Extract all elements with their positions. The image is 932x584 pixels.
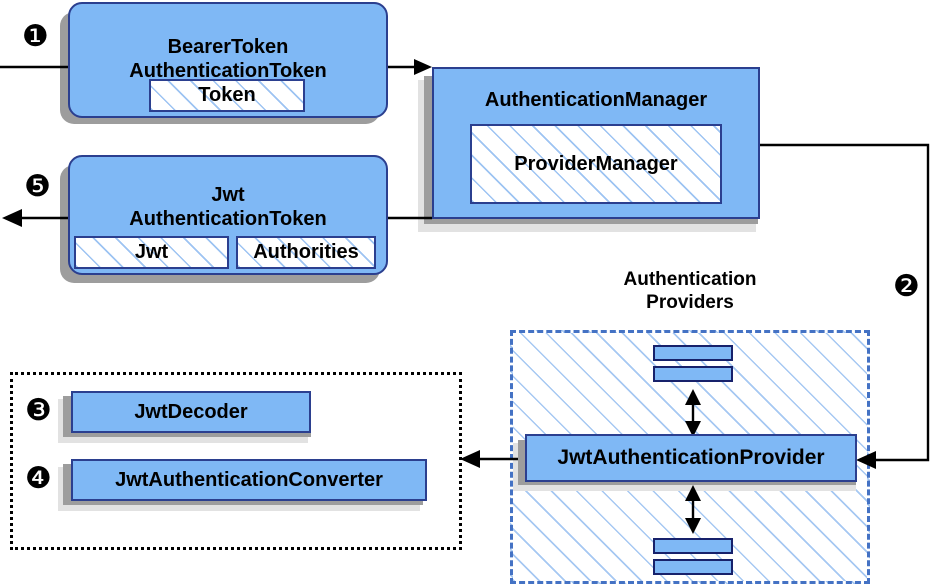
arrowhead-to-decoders: [460, 450, 480, 468]
chip-jwt-label: Jwt: [134, 241, 169, 263]
bearer-token-title-line2: AuthenticationToken: [129, 60, 327, 82]
marker-1: ❶: [22, 19, 49, 54]
providers-label-line1: Authentication: [623, 269, 757, 290]
marker-3: ❸: [25, 393, 52, 428]
bearer-token-title-line1: BearerToken: [167, 36, 289, 58]
marker-4: ❹: [25, 461, 52, 496]
chip-jwt: Jwt: [74, 236, 229, 269]
jwt-decoder-label: JwtDecoder: [134, 400, 248, 423]
chip-authorities: Authorities: [236, 236, 376, 269]
arrowhead-to-manager: [414, 59, 432, 75]
jwt-token-title-line2: AuthenticationToken: [129, 208, 327, 230]
provider-bar-bottom-1: [653, 538, 733, 554]
chip-token-label: Token: [198, 84, 256, 106]
node-jwt-decoder[interactable]: JwtDecoder: [71, 391, 311, 433]
chip-provider-manager: ProviderManager: [470, 124, 722, 204]
arrowhead-output-left: [2, 209, 22, 227]
jwt-authentication-provider-label: JwtAuthenticationProvider: [557, 446, 825, 469]
chip-authorities-label: Authorities: [253, 241, 359, 263]
node-jwt-authentication-provider[interactable]: JwtAuthenticationProvider: [525, 434, 857, 482]
provider-bar-top-2: [653, 366, 733, 382]
authentication-providers-label: Authentication Providers: [570, 268, 810, 314]
marker-2: ❷: [893, 269, 920, 304]
providers-label-line2: Providers: [646, 292, 734, 313]
chip-token: Token: [149, 79, 305, 112]
jwt-token-title: Jwt AuthenticationToken: [129, 183, 326, 231]
jwt-token-title-line1: Jwt: [211, 184, 245, 206]
provider-bar-bottom-2: [653, 559, 733, 575]
auth-manager-title: AuthenticationManager: [484, 89, 708, 111]
provider-bar-top-1: [653, 345, 733, 361]
node-jwt-authentication-converter[interactable]: JwtAuthenticationConverter: [71, 459, 427, 501]
marker-5: ❺: [24, 169, 51, 204]
bearer-token-title: BearerToken AuthenticationToken: [129, 35, 326, 83]
jwt-converter-label: JwtAuthenticationConverter: [115, 468, 383, 491]
chip-provider-manager-label: ProviderManager: [514, 152, 678, 175]
